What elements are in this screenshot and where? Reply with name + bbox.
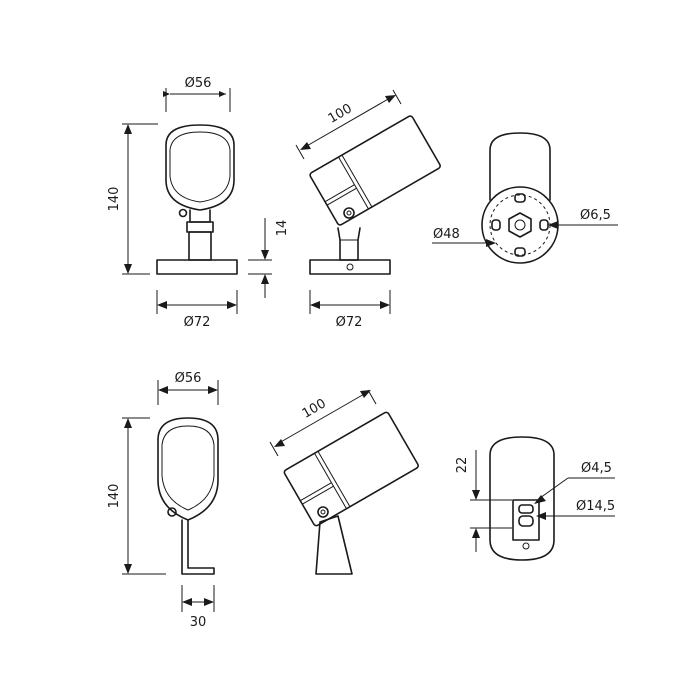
view-side-bracket: 100	[269, 389, 419, 575]
stem	[188, 231, 212, 261]
view-front-bracket: Ø56 140 30	[107, 371, 219, 630]
head-body-2	[283, 411, 419, 527]
dim-v6-hole-small: Ø4,5	[581, 461, 612, 476]
view-bottom-base: Ø48 Ø6,5	[432, 132, 618, 264]
wedge-bracket	[315, 515, 353, 575]
dim-v6-offset: 22	[455, 457, 470, 474]
dim-v5-length: 100	[300, 396, 329, 421]
slot-left	[491, 219, 501, 231]
stem-side	[337, 227, 361, 261]
slot-large	[518, 515, 534, 527]
dim-v3-mount-circle: Ø48	[433, 227, 460, 242]
body-rear-2	[489, 436, 555, 561]
pivot-screw-icon	[343, 207, 355, 219]
dim-v4-width: Ø56	[175, 371, 202, 386]
base-plate	[156, 259, 238, 275]
base-disc	[481, 186, 559, 264]
view-rear-bracket: 22 Ø4,5 Ø14,5	[455, 436, 615, 561]
head-outline	[165, 124, 235, 211]
bracket-plate	[512, 499, 540, 541]
screw-icon	[178, 208, 188, 218]
dim-v6-hole-large: Ø14,5	[576, 499, 615, 514]
head-body	[309, 115, 441, 226]
dim-v4-bracket: 30	[190, 615, 207, 630]
slot-bottom	[514, 247, 526, 257]
view-front-base: Ø56 140 Ø72 14	[107, 76, 290, 330]
pivot-screw-icon-2	[317, 506, 329, 518]
dim-v2-length: 100	[326, 101, 355, 126]
dim-v2-base: Ø72	[336, 315, 363, 330]
dim-v1-width: Ø56	[185, 76, 212, 91]
screw-icon-2	[167, 507, 177, 517]
view-side-base: 100 Ø72	[295, 89, 441, 330]
l-bracket	[181, 519, 215, 575]
body-rear	[489, 132, 551, 201]
slot-top	[514, 193, 526, 203]
hex-nut-icon	[508, 212, 532, 238]
dim-v1-base: Ø72	[184, 315, 211, 330]
stem-collar	[186, 221, 214, 233]
lens-outline	[169, 131, 231, 203]
dim-v1-base-thickness: 14	[275, 220, 290, 237]
dim-v1-height: 140	[107, 187, 122, 212]
base-plate-side	[309, 259, 391, 275]
dim-v4-height: 140	[107, 484, 122, 509]
dim-v3-hole: Ø6,5	[580, 208, 611, 223]
slot-small	[518, 504, 534, 514]
neck	[189, 209, 211, 223]
